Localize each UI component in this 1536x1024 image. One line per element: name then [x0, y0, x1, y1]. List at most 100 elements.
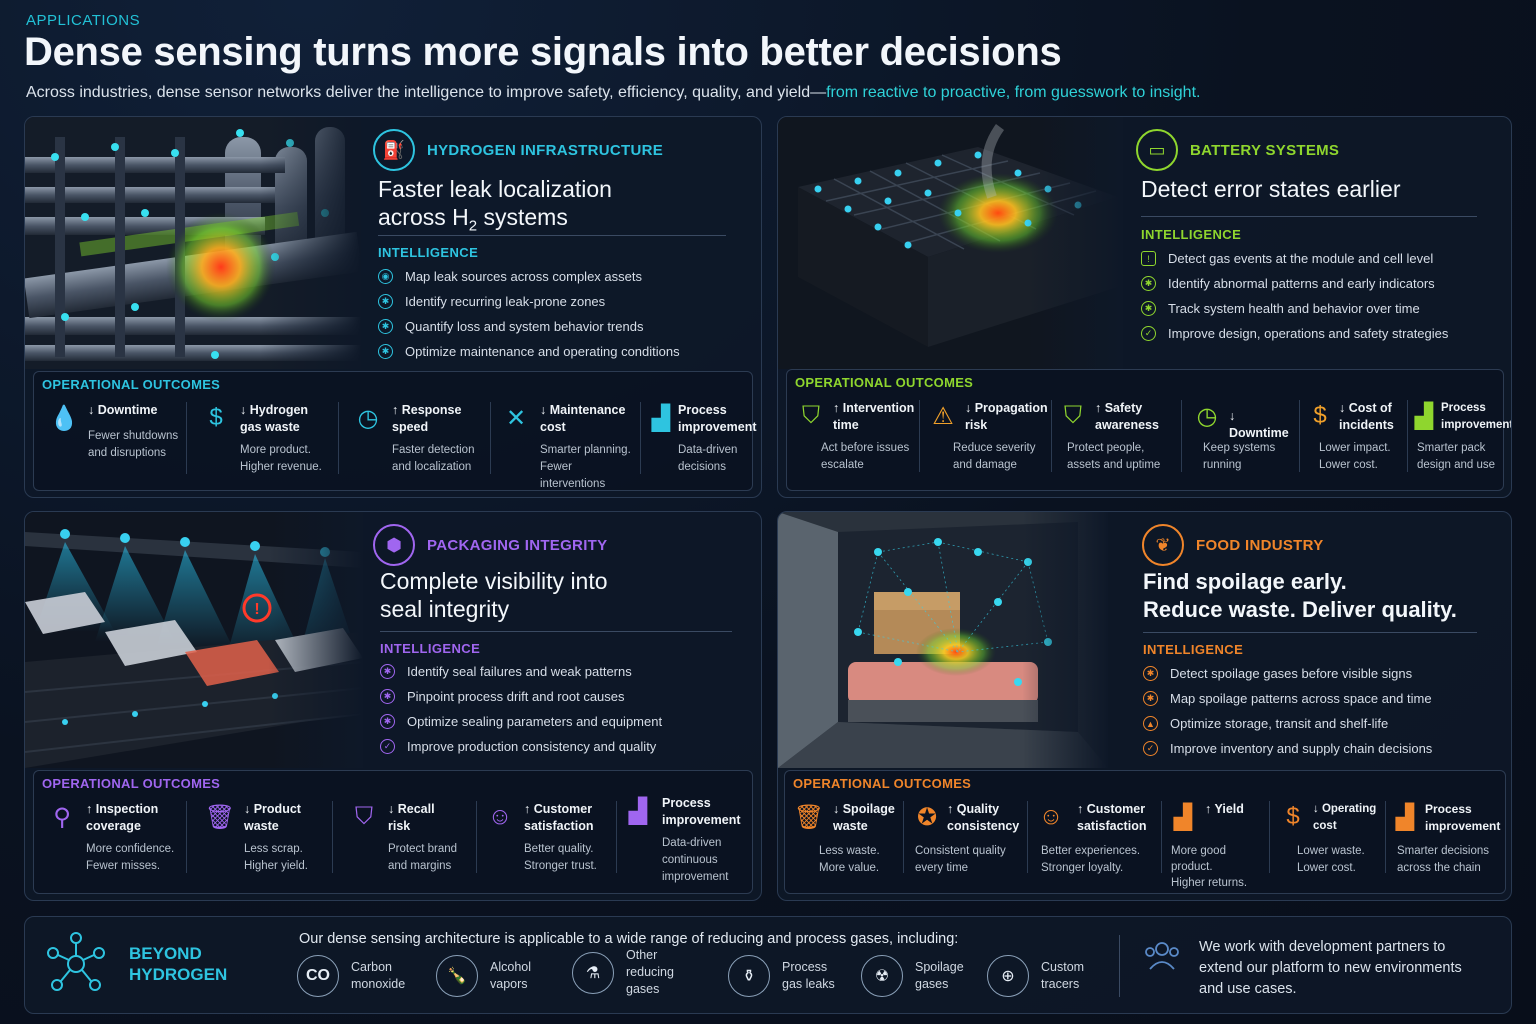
co-icon: CO [297, 955, 339, 997]
bullet-text: Detect spoilage gases before visible sig… [1170, 666, 1413, 681]
outcome-title-2: awareness [1095, 418, 1159, 432]
bottle-icon: 🍾 [436, 955, 478, 997]
check-icon: ✓ [1143, 741, 1158, 756]
spoilage-icon: ☢ [861, 955, 903, 997]
outcome-title-1: ↓ Product [244, 802, 301, 816]
hydrogen-title-sub: 2 [468, 217, 478, 235]
outcome-desc: Less waste.More value. [819, 843, 880, 877]
hydrogen-card: ⛽ HYDROGEN INFRASTRUCTURE Faster leak lo… [24, 116, 762, 498]
outcome-desc-3: improvement [662, 871, 729, 883]
triangle-icon: ▲ [1143, 716, 1158, 731]
packaging-title-line2: seal integrity [380, 596, 510, 622]
panel-divider [1119, 935, 1120, 997]
smiley-icon: ☺ [487, 803, 513, 830]
outcomes-label: OPERATIONAL OUTCOMES [42, 776, 221, 791]
food-intel-label: INTELLIGENCE [1143, 642, 1244, 657]
bullet-text: Quantify loss and system behavior trends [405, 319, 644, 334]
outcome-title-1: ↑ Customer [1077, 802, 1146, 816]
hydrogen-intel-label: INTELLIGENCE [378, 245, 479, 260]
smiley-icon: ☺ [1038, 803, 1064, 830]
outcome-title-1: ↑ Safety [1095, 401, 1143, 415]
pattern-icon: ✱ [1141, 276, 1156, 291]
partners-line1: We work with development partners to [1199, 939, 1446, 955]
shield-check-icon: ✓ [1141, 326, 1156, 341]
battery-category: BATTERY SYSTEMS [1190, 141, 1340, 159]
outcome-title-2: risk [388, 819, 411, 833]
packaging-divider [380, 631, 732, 632]
beyond-hydrogen-panel: BEYOND HYDROGEN Our dense sensing archit… [24, 916, 1512, 1014]
packaging-title-line1: Complete visibility into [380, 568, 608, 594]
dollar-icon: $ [1313, 402, 1327, 429]
outcome-separator [919, 400, 920, 472]
shield-check-icon: ✓ [380, 739, 395, 754]
bullet-text: Improve design, operations and safety st… [1168, 326, 1449, 341]
outcome-desc: Less scrap.Higher yield. [244, 841, 308, 875]
outcome-title-1: ↑ Yield [1205, 802, 1244, 816]
outcome-separator [1299, 400, 1300, 472]
bullet-text: Detect gas events at the module and cell… [1168, 251, 1434, 266]
outcome-desc-2: decisions [678, 461, 726, 473]
outcome-title-2: coverage [86, 819, 141, 833]
outcome-desc-1: Protect brand [388, 843, 458, 855]
partners-text: We work with development partners to ext… [1199, 937, 1462, 1000]
outcome-title-1: Process [662, 796, 711, 810]
food-card: ❦ FOOD INDUSTRY Find spoilage early. Red… [777, 511, 1512, 901]
list-item: ✱Track system health and behavior over t… [1141, 296, 1448, 321]
outcome-desc-1: Protect people, [1067, 442, 1145, 454]
alert-icon: ! [1141, 251, 1156, 266]
outcome-title: ↓ Downtime [1229, 408, 1297, 442]
outcome-desc-2: Fewer misses. [86, 860, 161, 872]
outcome-desc-3: Higher returns. [1171, 877, 1248, 889]
outcome-desc-2: Fewer interventions [540, 461, 606, 490]
bullet-text: Identify abnormal patterns and early ind… [1168, 276, 1435, 291]
outcome-title-1: ↑ Inspection [86, 802, 159, 816]
outcome-separator [1161, 801, 1162, 873]
outcome-title-1: ↓ Spoilage [833, 802, 895, 816]
packaging-title: Complete visibility into seal integrity [380, 567, 608, 623]
outcome-desc-1: Smarter decisions [1397, 845, 1490, 857]
hydrogen-title-line1: Faster leak localization [378, 176, 612, 202]
list-item: ✱Pinpoint process drift and root causes [380, 684, 662, 709]
outcome-desc-2: Stronger loyalty. [1041, 862, 1124, 874]
outcome-desc-1: Better experiences. [1041, 845, 1141, 857]
bar-chart-icon: ▟ [651, 404, 671, 432]
outcome-title-2: waste [244, 819, 279, 833]
network-icon [47, 932, 105, 991]
outcome-desc-1: Fewer shutdowns [88, 430, 179, 442]
bar-chart-icon: ▟ [1395, 803, 1415, 831]
packaging-conveyor-image: ! [25, 512, 363, 768]
dollar-icon: $ [209, 404, 223, 431]
food-title: Find spoilage early. Reduce waste. Deliv… [1143, 568, 1457, 624]
outcome-desc-1: Less waste. [819, 845, 880, 857]
list-item: ✱Map spoilage patterns across space and … [1143, 686, 1432, 711]
packaging-intel-list: ✱Identify seal failures and weak pattern… [380, 659, 662, 759]
sensor-icon: ✱ [380, 714, 395, 729]
list-item: ✓Improve production consistency and qual… [380, 734, 662, 759]
gas-label-1: Spoilage [915, 960, 964, 974]
gas-label-1: Carbon [351, 960, 392, 974]
hydrogen-title: Faster leak localization across H2 syste… [378, 175, 612, 241]
bullet-text: Optimize maintenance and operating condi… [405, 344, 680, 359]
outcome-title: ↓ Downtime [88, 402, 157, 419]
outcome-separator [903, 801, 904, 873]
partners-line2: extend our platform to new environments [1199, 960, 1462, 976]
outcome-desc: Smarter planning.Fewer interventions [540, 442, 640, 493]
sensor-icon: ✱ [378, 344, 393, 359]
box-icon: ⬢ [373, 524, 415, 566]
